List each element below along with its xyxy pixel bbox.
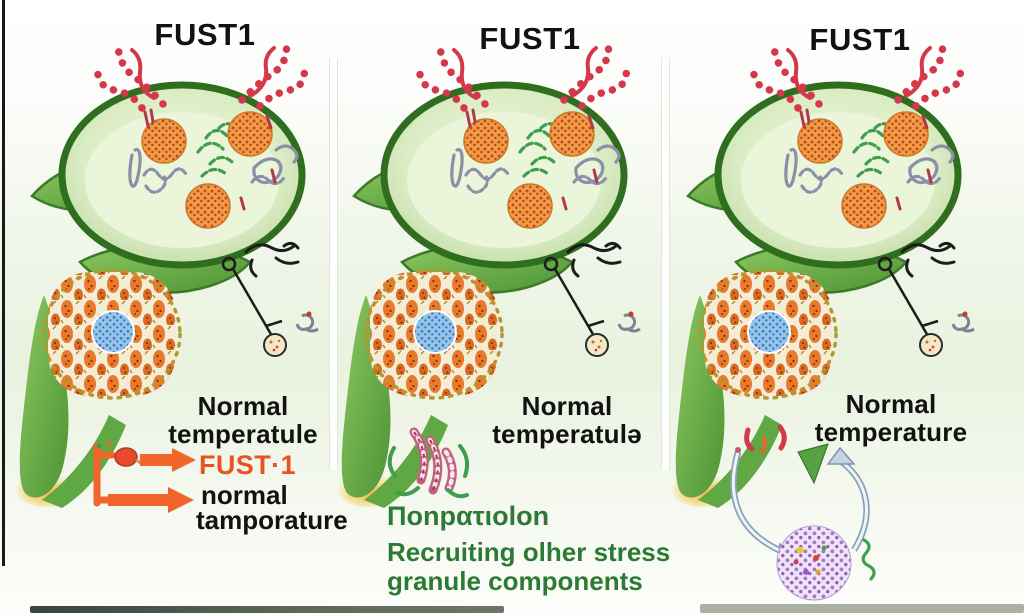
panel-3-illustration bbox=[668, 0, 1024, 601]
panel-2-caption: Recruiting olher stress granule componen… bbox=[387, 537, 671, 596]
panel-2-temp-label: Normal temperatulə bbox=[492, 391, 642, 449]
panel-2-illustration bbox=[336, 0, 676, 614]
arrow-right-icon bbox=[140, 448, 196, 472]
red-mark-icon bbox=[744, 424, 787, 452]
panel-divider bbox=[661, 58, 670, 470]
curved-arrow-icon bbox=[826, 446, 870, 552]
rna-squiggle-icon bbox=[861, 538, 876, 581]
normal-arrow-label-line2: tamporature bbox=[196, 505, 348, 535]
panel-1-illustration bbox=[0, 0, 340, 513]
normal-arrow-label-line1: normal bbox=[201, 480, 288, 510]
panel-3-title: FUST1 bbox=[809, 22, 911, 57]
forming-granule-icon bbox=[387, 427, 470, 499]
stress-granule-icon bbox=[776, 525, 852, 601]
bottom-bar-left bbox=[30, 606, 504, 613]
panel-divider bbox=[329, 58, 338, 470]
panel-1-title: FUST1 bbox=[154, 17, 256, 52]
panel-1-temp-label: Normal temperatule bbox=[168, 391, 318, 449]
panel-2-caption-top: Ποnpατιolon bbox=[387, 501, 550, 531]
panel-3-temp-label: Normal temperature bbox=[814, 389, 968, 447]
arrow-right-icon bbox=[108, 487, 194, 513]
bottom-bar-right bbox=[700, 604, 1024, 613]
fust1-arrow-label: FUST·1 bbox=[199, 450, 296, 480]
panel-2-title: FUST1 bbox=[479, 21, 581, 56]
red-blob-icon bbox=[114, 447, 138, 467]
green-arrow-down-icon bbox=[797, 443, 829, 485]
left-border-line bbox=[2, 0, 5, 566]
